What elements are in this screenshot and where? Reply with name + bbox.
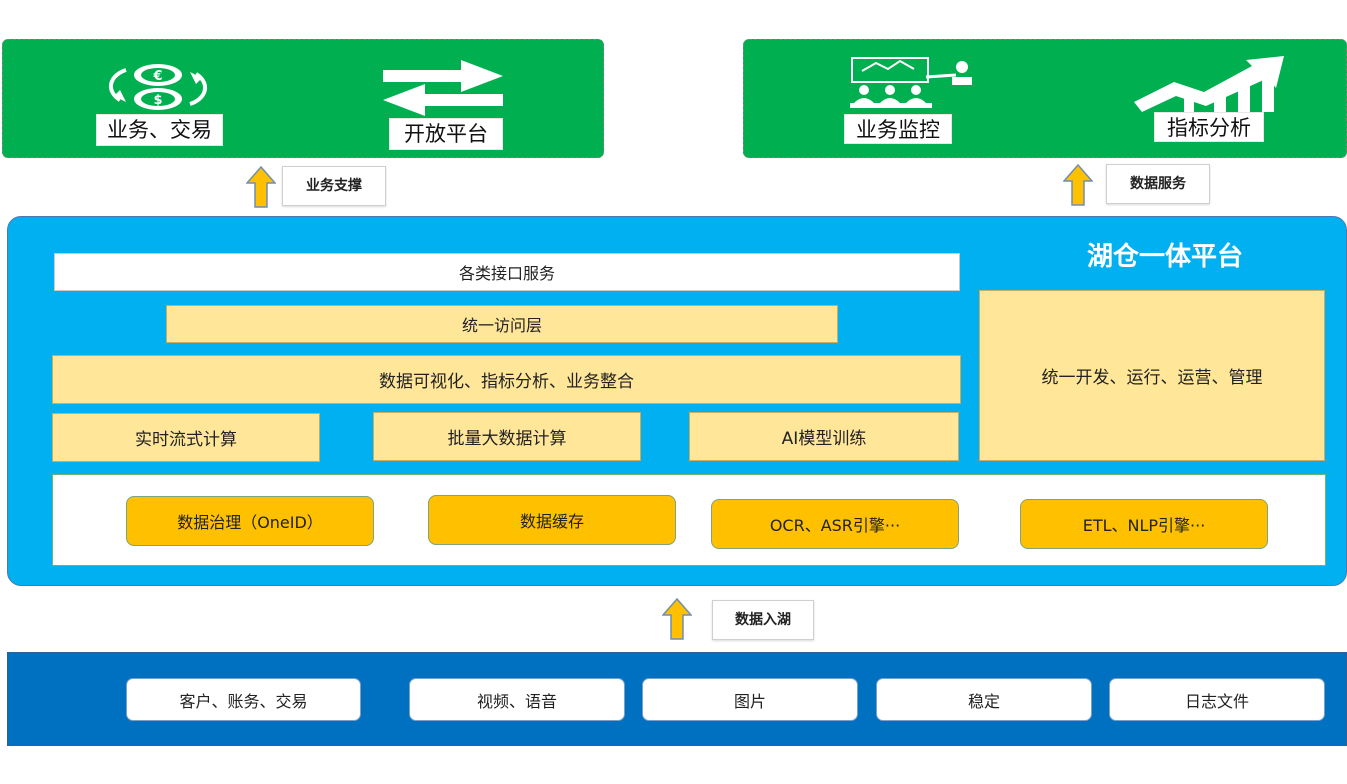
svg-text:€: €	[152, 69, 162, 84]
interface-services-layer: 各类接口服务	[54, 253, 960, 291]
viz-integration-layer: 数据可视化、指标分析、业务整合	[52, 355, 961, 404]
business-monitor-icon	[844, 55, 984, 110]
platform-title: 湖仓一体平台	[1086, 242, 1243, 272]
business-panel: € $ 业务、交易 开放平台	[2, 39, 604, 158]
source-customer-trade: 客户、账务、交易	[126, 678, 361, 721]
growth-chart-icon	[1134, 54, 1284, 114]
svg-text:$: $	[153, 93, 162, 108]
business-trade-label: 业务、交易	[96, 114, 223, 146]
business-monitor-label: 业务监控	[844, 114, 952, 144]
unified-access-layer: 统一访问层	[166, 305, 838, 343]
unified-ops-panel: 统一开发、运行、运营、管理	[979, 290, 1325, 461]
data-ingest-tag: 数据入湖	[712, 600, 814, 640]
up-arrow-icon	[661, 597, 693, 640]
swap-arrows-icon	[381, 58, 505, 116]
data-cache-engine: 数据缓存	[428, 495, 676, 545]
source-images: 图片	[642, 678, 858, 721]
source-video-audio: 视频、语音	[409, 678, 625, 721]
open-platform-label: 开放平台	[389, 118, 503, 150]
money-exchange-icon: € $	[98, 62, 218, 112]
realtime-compute-box: 实时流式计算	[52, 413, 320, 462]
data-service-tag: 数据服务	[1106, 164, 1210, 204]
ocr-asr-engine: OCR、ASR引擎···	[711, 499, 959, 549]
source-log-files: 日志文件	[1109, 678, 1325, 721]
business-support-tag: 业务支撑	[282, 166, 386, 206]
indicator-analysis-label: 指标分析	[1154, 112, 1264, 142]
etl-nlp-engine: ETL、NLP引擎···	[1020, 499, 1268, 549]
source-stable: 稳定	[876, 678, 1092, 721]
data-governance-engine: 数据治理（OneID）	[126, 496, 374, 546]
data-service-panel: 业务监控 指标分析	[743, 39, 1347, 158]
up-arrow-icon	[1062, 163, 1094, 206]
ai-training-box: AI模型训练	[689, 412, 959, 461]
up-arrow-icon	[245, 165, 277, 208]
batch-compute-box: 批量大数据计算	[373, 412, 641, 461]
